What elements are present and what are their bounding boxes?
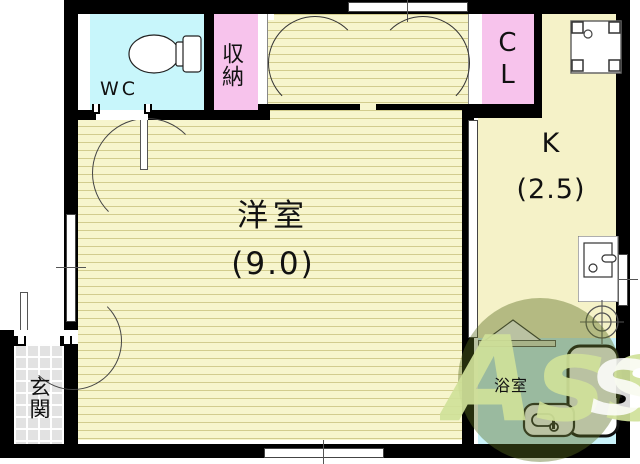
storage-door-right-arc [376, 16, 470, 110]
storage-door-left-arc [268, 16, 362, 110]
label-bath: 浴室 [494, 376, 529, 395]
wc-jamb-gap-left [94, 104, 98, 112]
entrance-jamb-gap-left [18, 336, 24, 344]
wall-right [616, 0, 630, 458]
window-bottom-mullion [323, 440, 324, 464]
wc-jamb-gap-right [146, 104, 150, 112]
window-top [348, 2, 468, 12]
label-wc: WC [100, 78, 139, 100]
entrance-door-arc [24, 292, 122, 390]
storage-door-left-panel[interactable] [268, 104, 360, 110]
washing-machine-pan-icon [570, 20, 622, 74]
kitchen-sliding-door[interactable] [468, 120, 478, 338]
label-kitchen-name: K [541, 128, 561, 159]
storage-closet-door-track [258, 14, 268, 110]
entrance-jamb-gap-right [64, 336, 70, 344]
wall-genkan-left [0, 330, 14, 458]
label-main-room-area: (9.0) [231, 246, 315, 282]
label-storage-closet: 収納 [218, 42, 243, 88]
cl-closet-door-track [468, 14, 482, 114]
wall-storage-right [258, 104, 270, 120]
vanity-sink-icon [522, 402, 576, 438]
bath-door-sill [478, 340, 556, 347]
window-kitchen-right-mullion [608, 279, 638, 280]
wall-wc-bottom [78, 110, 268, 120]
window-bottom [264, 448, 384, 458]
bathtub-icon [566, 344, 622, 438]
window-left-mullion [56, 267, 86, 268]
wall-cl-bottom [468, 104, 542, 118]
label-cl-closet-line1: C [498, 28, 518, 58]
label-main-room-name: 洋室 [237, 198, 309, 234]
wc-door-threshold [96, 110, 148, 120]
storage-door-left-leaf [268, 14, 274, 20]
wall-wc-right [204, 14, 214, 114]
label-kitchen-area: (2.5) [516, 174, 586, 205]
toilet-icon [128, 34, 202, 74]
room-storage-closet [212, 14, 258, 110]
wall-cl-right [534, 14, 542, 114]
kitchen-sink-icon [578, 236, 619, 302]
label-genkan: 玄関 [27, 376, 51, 420]
stove-burner-icon [580, 300, 624, 344]
room-cl-closet [482, 14, 536, 114]
label-cl-closet-line2: L [500, 60, 516, 90]
storage-door-right-panel[interactable] [376, 104, 468, 110]
window-top-mullion [407, 0, 408, 22]
